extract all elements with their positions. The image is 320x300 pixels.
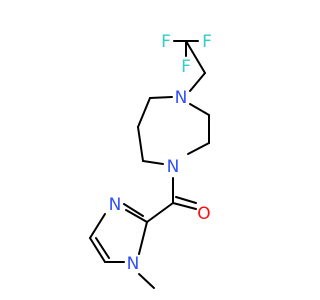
bond-ring-5 [187, 142, 210, 155]
molecule-diagram: F F F N N O N N [89, 32, 212, 289]
atom-n-diazepane-top: N [175, 88, 188, 108]
atom-n-imidazole-ring: N [109, 195, 122, 215]
bond-co-b [175, 196, 197, 204]
atom-f1: F [161, 32, 171, 52]
atom-labels: F F F N N O N N [109, 32, 212, 274]
bond-ring-1 [149, 96, 173, 99]
bond-c4-c5-b [95, 237, 110, 259]
bonds [89, 40, 210, 289]
bond-ring-3 [137, 126, 144, 162]
bond-ring-2 [137, 97, 151, 128]
bond-ch2-n [189, 72, 206, 92]
bond-cf3-ch2 [185, 40, 206, 74]
atom-o-carbonyl: O [197, 204, 210, 224]
atom-f3: F [181, 57, 191, 77]
atom-n-diazepane-bottom: N [167, 157, 180, 177]
bond-ring-4 [142, 160, 164, 165]
bond-c4-c5-a [89, 237, 106, 263]
bond-co-a [172, 202, 197, 210]
bond-c2-n3-a [125, 209, 148, 223]
bond-n3-c4 [89, 213, 106, 239]
bond-carbonyl-c2 [146, 202, 174, 223]
atom-f2: F [202, 32, 212, 52]
bond-n1-c2 [138, 221, 148, 255]
bond-n-methyl [138, 273, 155, 289]
atom-n-imidazole-methyl: N [127, 254, 140, 274]
bond-ring-7 [189, 103, 210, 116]
bond-c2-n3-b [123, 203, 144, 217]
